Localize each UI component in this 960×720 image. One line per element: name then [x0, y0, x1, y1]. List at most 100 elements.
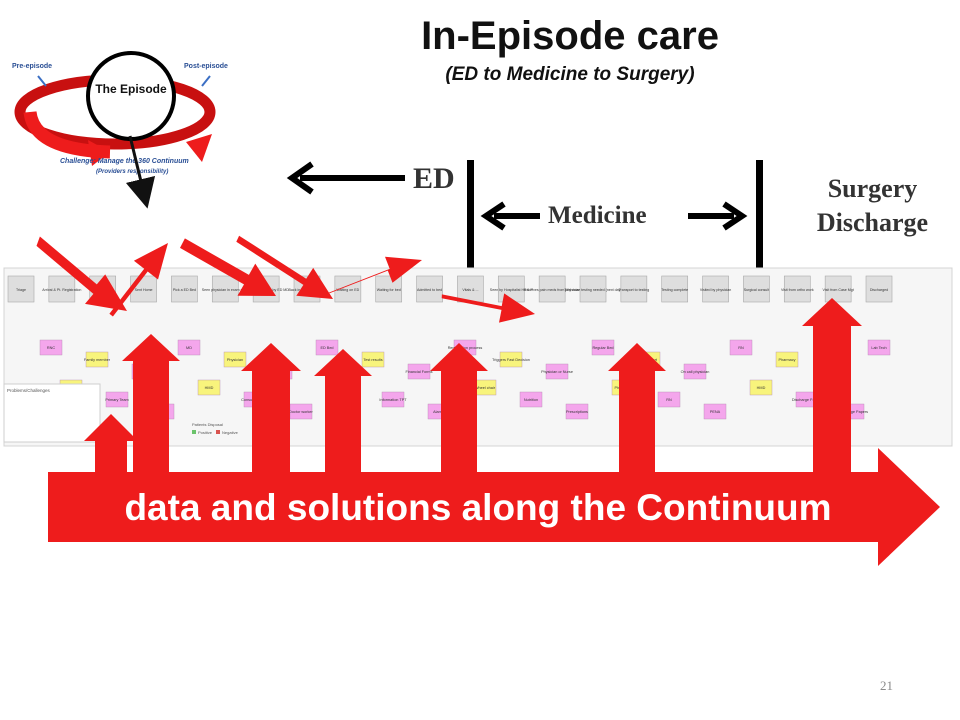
process-step: Visit from ortho work	[781, 275, 814, 303]
phase-label-medicine: Medicine	[548, 202, 647, 229]
support-arrow-7	[802, 298, 862, 474]
process-sticky: Physician or Nurse	[541, 363, 573, 380]
process-step-label: Visit from Case Mgt	[822, 288, 853, 292]
process-sticky-note	[591, 339, 615, 356]
process-sticky-note	[683, 363, 707, 380]
support-arrow-1	[84, 414, 138, 474]
process-step-box	[48, 275, 76, 303]
process-step-label: Waiting on ED	[336, 288, 359, 292]
process-step-box	[579, 275, 607, 303]
process-sticky-label: RN	[666, 398, 672, 402]
process-step-box	[416, 275, 443, 303]
process-step-label: Receives pain meds from physician	[524, 288, 581, 292]
medicine-left-arrowhead	[480, 201, 506, 231]
process-sticky-note	[775, 351, 799, 368]
process-sticky-label: HMD	[757, 386, 766, 390]
process-sticky: RN	[657, 391, 681, 408]
process-sticky-note	[545, 363, 569, 380]
process-step: Seen physician in exam room	[202, 275, 249, 303]
process-sticky-label: Family member	[84, 358, 111, 362]
process-step: Pick a ED Bed	[171, 275, 198, 303]
process-sticky: HMD	[749, 379, 773, 396]
challenges-note	[3, 383, 101, 443]
process-sticky-label: MD	[186, 346, 192, 350]
process-step-box	[171, 275, 198, 303]
medicine-surgery-divider	[756, 160, 763, 285]
process-sticky-note	[177, 339, 201, 356]
process-sticky-label: RNC	[47, 346, 55, 350]
page-number: 21	[880, 678, 893, 693]
process-sticky-note	[499, 351, 523, 368]
process-step: Testing complete	[661, 275, 688, 303]
process-step: Waiting for bed	[375, 275, 403, 303]
process-sticky-note	[729, 339, 753, 356]
process-step-label: Admitted to bed	[417, 288, 442, 292]
episode-circle	[86, 51, 176, 141]
process-step: Told more testing needed (next day)	[564, 275, 622, 303]
cycle-arrowhead-right	[186, 134, 212, 162]
process-step-label: Seen physician in exam room	[202, 288, 249, 292]
ed-medicine-divider	[467, 160, 474, 340]
legend-positive: Positive	[198, 430, 213, 435]
process-sticky-note	[565, 403, 589, 420]
process-step: Arrival & Pt. Registration	[42, 275, 81, 303]
process-step-label: Transport to testing	[618, 288, 649, 292]
process-step-label: Sent Home	[135, 288, 153, 292]
process-step: Surgical consult	[743, 275, 770, 303]
process-step-label: Visited by physician	[700, 288, 732, 292]
process-sticky: Wheel chair	[473, 379, 497, 396]
process-sticky-label: Discharge Papers	[838, 410, 868, 414]
support-arrow-5	[430, 343, 488, 474]
process-sticky-note	[85, 351, 109, 368]
process-step-box	[130, 275, 157, 303]
process-sticky-note	[381, 391, 405, 408]
process-step-label: Pick a ED Bed	[173, 288, 196, 292]
flow-arrow-3	[180, 238, 276, 296]
support-arrow-3	[241, 343, 301, 474]
continuum-banner-arrow	[48, 448, 940, 566]
process-sticky-label: Pharmacy	[778, 358, 795, 362]
process-step-label: Waiting for bed	[377, 288, 401, 292]
process-step: Waiting on ED	[334, 275, 362, 303]
phase-label-surgery-discharge: Surgery Discharge	[790, 172, 955, 240]
process-sticky-label: Wheel chair	[475, 386, 496, 390]
process-sticky: Test results	[361, 351, 385, 368]
process-sticky: Regular Bed	[591, 339, 615, 356]
process-sticky-label: ED Bed	[320, 346, 333, 350]
flow-arrow-2	[109, 243, 168, 317]
process-step-label: Surgical consult	[744, 288, 769, 292]
process-step-box	[620, 275, 648, 303]
flow-arrow-6	[441, 293, 535, 323]
process-step-box	[865, 275, 893, 303]
process-sticky: Lab Tech	[867, 339, 891, 356]
process-sticky: Triggers Fast Decision	[492, 351, 530, 368]
process-sticky-note	[657, 391, 681, 408]
support-arrow-2	[122, 334, 180, 474]
process-step-box	[497, 275, 525, 303]
process-sticky-note	[361, 351, 385, 368]
episode-label: The Episode	[95, 82, 167, 96]
providers-label: (Providers responsibility)	[96, 169, 168, 175]
process-step-label: Triage	[16, 288, 26, 292]
support-arrow-6	[608, 343, 666, 474]
phase-markers	[286, 160, 763, 340]
zoom-arrow	[125, 135, 156, 209]
process-sticky: Information TPT	[379, 391, 407, 408]
process-sticky: Financial Forms	[405, 363, 433, 380]
process-step-label: Told more testing needed (next day)	[564, 288, 621, 292]
process-sticky-label: Alarms	[433, 410, 445, 414]
process-step-box	[538, 275, 566, 303]
process-step: Admitted to bed	[416, 275, 443, 303]
process-sticky-label: Lab Tech	[871, 346, 886, 350]
process-step-label: Seen by Hospitalist Hx & P	[490, 288, 534, 292]
process-sticky: MD	[177, 339, 201, 356]
post-episode-label: Post-episode	[184, 63, 228, 70]
process-step: Receives pain meds from physician	[524, 275, 581, 303]
process-step: Vitals & ...	[457, 275, 484, 303]
process-sticky-label: Doctor worker	[289, 410, 313, 414]
process-sticky-label: Test results	[363, 358, 382, 362]
process-sticky: On call physician	[681, 363, 709, 380]
process-step-box	[7, 275, 35, 303]
cycle-arrowhead-left	[88, 140, 110, 166]
